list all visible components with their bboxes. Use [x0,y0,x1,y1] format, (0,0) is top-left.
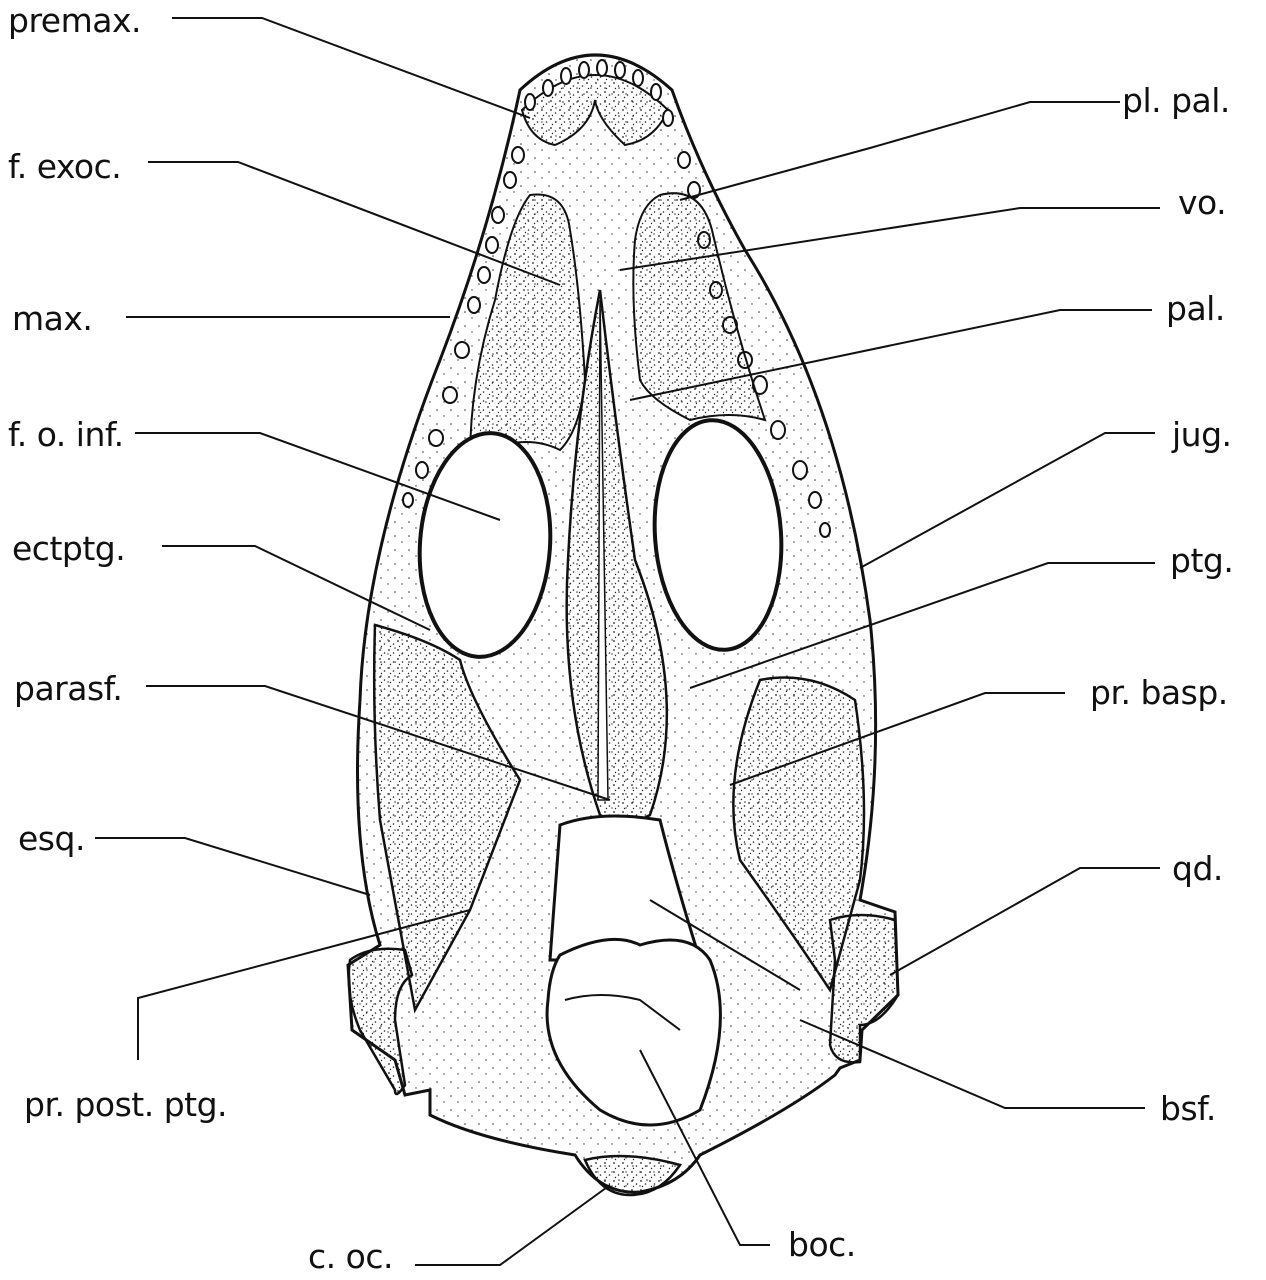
label-f-exoc: f. exoc. [8,150,121,183]
label-parasf: parasf. [14,672,122,705]
label-pl-pal: pl. pal. [1122,84,1230,117]
label-esq: esq. [18,822,85,855]
label-max: max. [12,302,92,335]
label-bsf: bsf. [1160,1092,1216,1125]
label-ptg: ptg. [1170,544,1233,577]
label-c-oc: c. oc. [308,1240,393,1273]
label-jug: jug. [1172,418,1232,451]
label-f-o-inf: f. o. inf. [8,418,124,451]
right-quadrate [830,915,898,1062]
occipital-condyle [585,1156,680,1195]
label-pr-post-ptg: pr. post. ptg. [24,1088,227,1121]
label-qd: qd. [1172,852,1223,885]
label-ectptg: ectptg. [12,532,125,565]
label-boc: boc. [788,1228,856,1261]
label-premax: premax. [8,4,141,37]
label-pr-basp: pr. basp. [1090,676,1228,709]
label-vo: vo. [1178,186,1226,219]
label-pal: pal. [1166,292,1225,325]
